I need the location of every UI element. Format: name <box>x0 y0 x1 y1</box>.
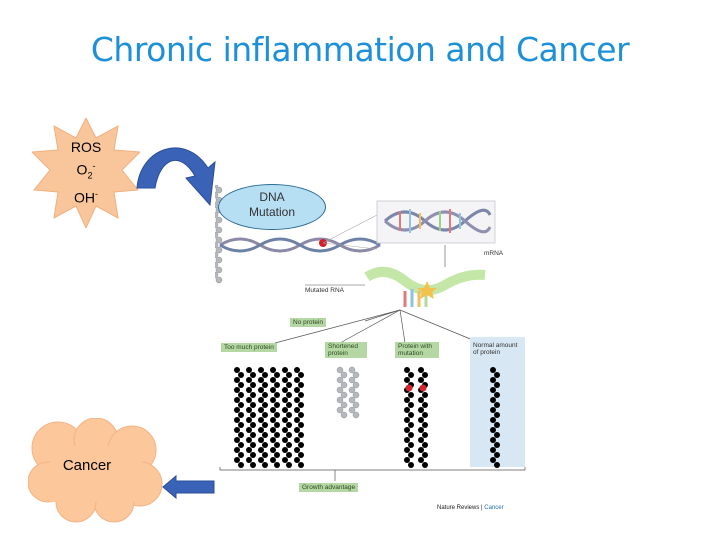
outcome-too-much: Too much protein <box>221 343 277 352</box>
outcome-normal: Normal amount of protein <box>473 342 518 356</box>
mutation-label: Mutation <box>248 205 296 219</box>
slide-title: Chronic inflammation and Cancer <box>90 30 630 69</box>
outcome-shortened: Shortened protein <box>325 342 367 358</box>
no-protein-box: No protein <box>290 318 326 327</box>
figure-credit: Nature Reviews | Cancer <box>437 505 504 511</box>
ros-label: ROS O2- OH- <box>32 138 140 208</box>
dna-mutation-oval <box>218 184 326 230</box>
ros-line1: ROS <box>70 139 102 155</box>
curved-arrow <box>136 147 216 207</box>
dna-mutation-label: DNA Mutation <box>218 190 326 220</box>
dna-zoom-helix <box>383 208 492 234</box>
ros-burst-shape <box>32 118 140 228</box>
growth-advantage-box: Growth advantage <box>299 483 359 492</box>
cancer-label: Cancer <box>62 457 112 474</box>
dna-label: DNA <box>259 190 285 204</box>
mutated-rna-label: Mutated RNA <box>305 287 345 294</box>
outcome-with-mutation: Protein with mutation <box>395 342 439 358</box>
cancer-cloud-shape <box>28 418 163 523</box>
superoxide-label: O2- <box>76 161 96 181</box>
left-arrow <box>162 474 215 500</box>
mutation-figure <box>215 185 526 481</box>
dna-helix <box>219 237 381 253</box>
mrna-label: mRNA <box>484 250 504 257</box>
hydroxyl-label: OH- <box>74 189 98 207</box>
